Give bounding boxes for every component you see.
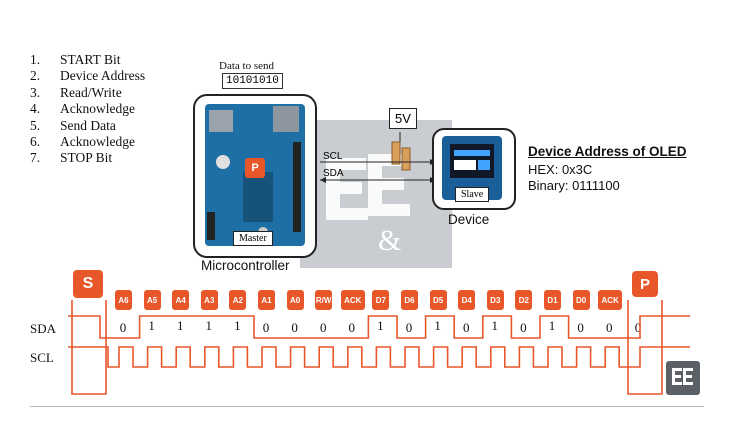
bit-value: 1 [491,318,499,333]
bit-box: D3 [486,290,504,310]
bit-value: 0 [405,320,413,335]
bit-value: 1 [234,318,241,333]
scl-bus-label: SCL [323,151,343,162]
microcontroller-caption: Microcontroller [201,258,290,273]
bit-box: A6 [115,290,132,310]
bit-value: 0 [520,320,527,335]
step-number: 7. [30,150,41,166]
bit-value: 0 [119,320,127,335]
scl-waveform [68,346,690,368]
step-number: 3. [30,84,41,100]
step-item: 3. Read/Write [30,85,145,101]
bit-box: A3 [200,290,218,310]
bit-value: 0 [262,320,270,335]
bit-box: D2 [515,290,533,310]
step-item: 5. Send Data [30,118,145,134]
bit-value: 1 [148,318,155,333]
step-label: START Bit [60,52,121,67]
bit-box: D0 [572,290,590,310]
scl-signal-label: SCL [30,350,54,365]
svg-text:&: & [378,224,401,257]
master-tag: Master [233,231,273,246]
oled-display-icon [442,136,502,200]
oled-title: Device Address of OLED [528,144,687,159]
step-label: Acknowledge [60,101,135,117]
bit-box: A1 [258,290,275,310]
step-number: 2. [30,68,41,84]
bit-box: A5 [143,290,161,310]
bit-box: R/W [315,290,333,310]
resistor-1-icon [391,141,401,165]
step-number: 6. [30,134,41,150]
bit-box: D4 [458,290,476,310]
bit-value: 0 [462,320,470,335]
bit-box: A4 [172,290,190,310]
bit-value: 1 [176,318,184,333]
bit-value: 0 [291,320,298,335]
ee-logo-watermark: & [326,154,410,257]
step-label: Device Address [60,68,146,84]
bit-box: D7 [372,290,390,310]
step-label: STOP Bit [60,150,113,166]
step-label: Acknowledge [60,134,135,150]
start-bit-box: S [73,270,103,298]
p-label: P [245,158,265,178]
bit-value: 1 [205,318,213,333]
bit-box: D6 [401,290,418,310]
step-item: 4. Acknowledge [30,101,145,117]
bit-value: 0 [577,320,584,335]
device-caption: Device [448,212,490,227]
bit-value: 0 [348,320,356,335]
bit-box: A2 [229,290,247,310]
step-label: Send Data [60,117,116,133]
step-item: 7. STOP Bit [30,150,145,166]
ee-logo-icon [666,361,700,395]
bottom-divider [30,406,704,407]
bit-value: 0 [605,320,613,335]
stop-bit-box: P [632,271,658,297]
data-to-send-value: 10101010 [222,73,283,89]
bit-value: 1 [377,318,384,333]
sda-bus-label: SDA [323,168,344,179]
bit-value: 1 [548,318,556,333]
bit-box: ACK [598,290,623,310]
step-item: 1. START Bit [30,52,145,68]
step-number: 4. [30,101,41,117]
sda-waveform [68,315,690,339]
sda-signal-label: SDA [30,321,57,336]
slave-tag: Slave [455,187,490,202]
oled-hex: HEX: 0x3C [528,162,593,177]
step-number: 1. [30,52,41,67]
step-item: 6. Acknowledge [30,134,145,150]
oled-binary: Binary: 0111100 [528,178,620,193]
data-to-send-title: Data to send [219,60,274,72]
bit-box: D5 [429,290,447,310]
bit-box: ACK [340,290,365,310]
bit-box: D1 [544,290,561,310]
step-number: 5. [30,117,41,133]
step-item: 2. Device Address [30,68,145,84]
bit-value: 0 [319,320,327,335]
final-bit-value: 0 [634,320,642,335]
supply-5v-box: 5V [389,108,417,129]
resistor-2-icon [401,147,411,171]
bit-value: 1 [434,318,441,333]
bit-box: A0 [286,290,304,310]
step-label: Read/Write [60,84,122,100]
